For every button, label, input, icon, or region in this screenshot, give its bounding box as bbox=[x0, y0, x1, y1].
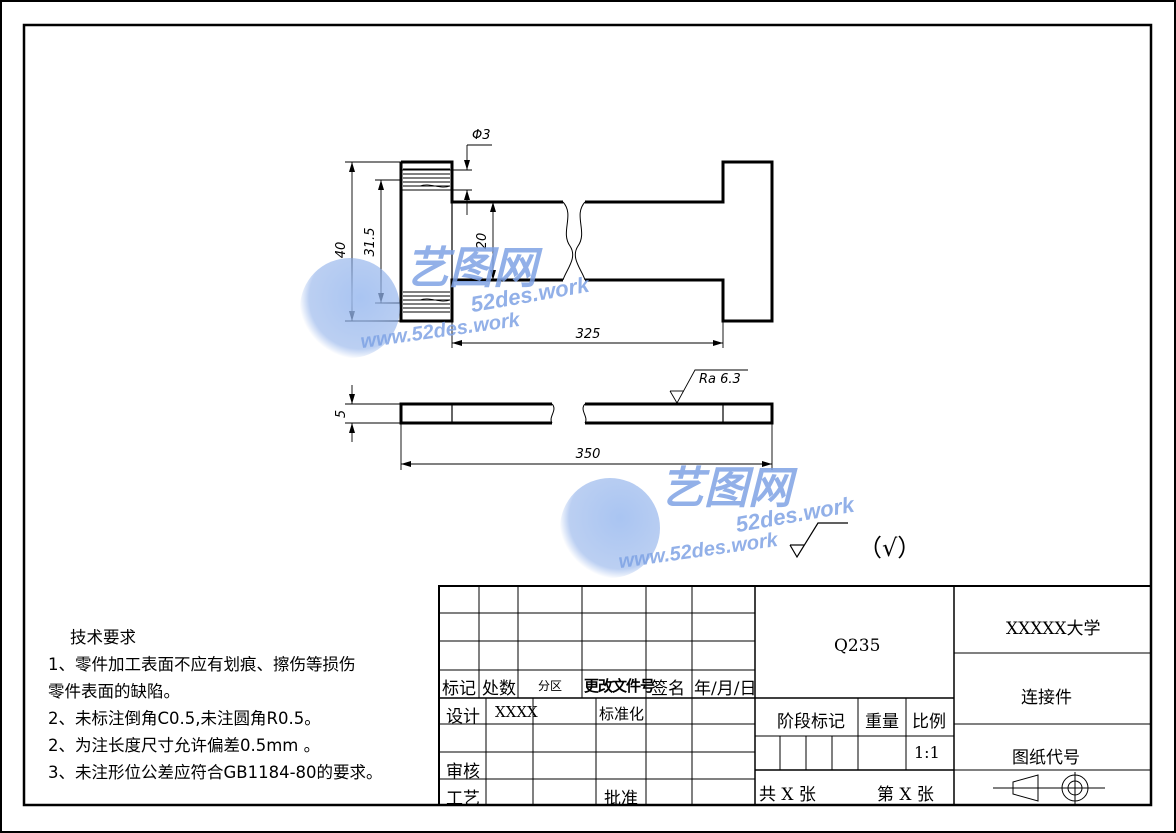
material: Q235 bbox=[834, 636, 881, 656]
roughness-ra: Ra 6.3 bbox=[699, 372, 741, 387]
dim-phi3: Φ3 bbox=[472, 128, 491, 143]
label-mark: 标记 bbox=[442, 679, 476, 699]
tech-line: 零件表面的缺陷。 bbox=[48, 682, 180, 701]
watermark-brand-1: 艺图网 bbox=[405, 244, 537, 293]
top-view bbox=[399, 402, 774, 425]
top-dimensions bbox=[345, 369, 773, 470]
school-name: XXXXX大学 bbox=[1006, 619, 1101, 639]
dim-20: 20 bbox=[475, 233, 490, 250]
sheet-number: 第 X 张 bbox=[877, 785, 934, 805]
title-block-grid bbox=[438, 585, 1152, 806]
label-approve: 批准 bbox=[604, 789, 638, 809]
tech-line: 1、零件加工表面不应有划痕、擦伤等损伤 bbox=[48, 655, 356, 674]
label-date: 年/月/日 bbox=[694, 679, 757, 699]
tech-line: 2、为注长度尺寸允许偏差0.5mm 。 bbox=[48, 736, 321, 755]
dim-350: 350 bbox=[576, 447, 601, 462]
watermark-brand-2: 艺图网 bbox=[660, 464, 792, 513]
label-zone: 分区 bbox=[538, 679, 563, 693]
watermark-globe-2 bbox=[560, 478, 660, 578]
tech-requirements: 技术要求 1、零件加工表面不应有划痕、擦伤等损伤 零件表面的缺陷。 2、未标注倒… bbox=[48, 624, 383, 786]
label-change-doc: 更改文件号 bbox=[584, 677, 655, 695]
tech-line: 2、未标注倒角C0.5,未注圆角R0.5。 bbox=[48, 709, 321, 728]
designer-name: XXXX bbox=[495, 703, 538, 721]
label-count: 处数 bbox=[482, 679, 516, 699]
label-design: 设计 bbox=[446, 707, 480, 727]
tech-line: 3、未注形位公差应符合GB1184-80的要求。 bbox=[48, 763, 383, 782]
label-standardize: 标准化 bbox=[599, 705, 645, 723]
label-process: 工艺 bbox=[446, 789, 480, 809]
projection-symbol bbox=[993, 772, 1105, 805]
watermark-globe-1 bbox=[300, 258, 400, 358]
label-weight: 重量 bbox=[865, 712, 899, 732]
total-sheets: 共 X 张 bbox=[759, 785, 816, 805]
label-scale: 比例 bbox=[912, 712, 946, 732]
dim-31-5: 31.5 bbox=[363, 228, 378, 257]
label-sign: 签名 bbox=[651, 679, 685, 699]
dim-5: 5 bbox=[334, 410, 349, 418]
label-review: 审核 bbox=[446, 762, 480, 782]
dim-325: 325 bbox=[576, 327, 601, 342]
part-name: 连接件 bbox=[1021, 688, 1072, 708]
tech-requirements-title: 技术要求 bbox=[70, 628, 136, 647]
general-roughness-text: （√） bbox=[858, 534, 921, 562]
general-roughness-symbol bbox=[789, 522, 848, 559]
dim-40: 40 bbox=[334, 242, 349, 259]
label-stage-mark: 阶段标记 bbox=[777, 712, 845, 732]
drawing-no-label: 图纸代号 bbox=[1012, 748, 1080, 768]
scale-value: 1:1 bbox=[914, 743, 940, 762]
